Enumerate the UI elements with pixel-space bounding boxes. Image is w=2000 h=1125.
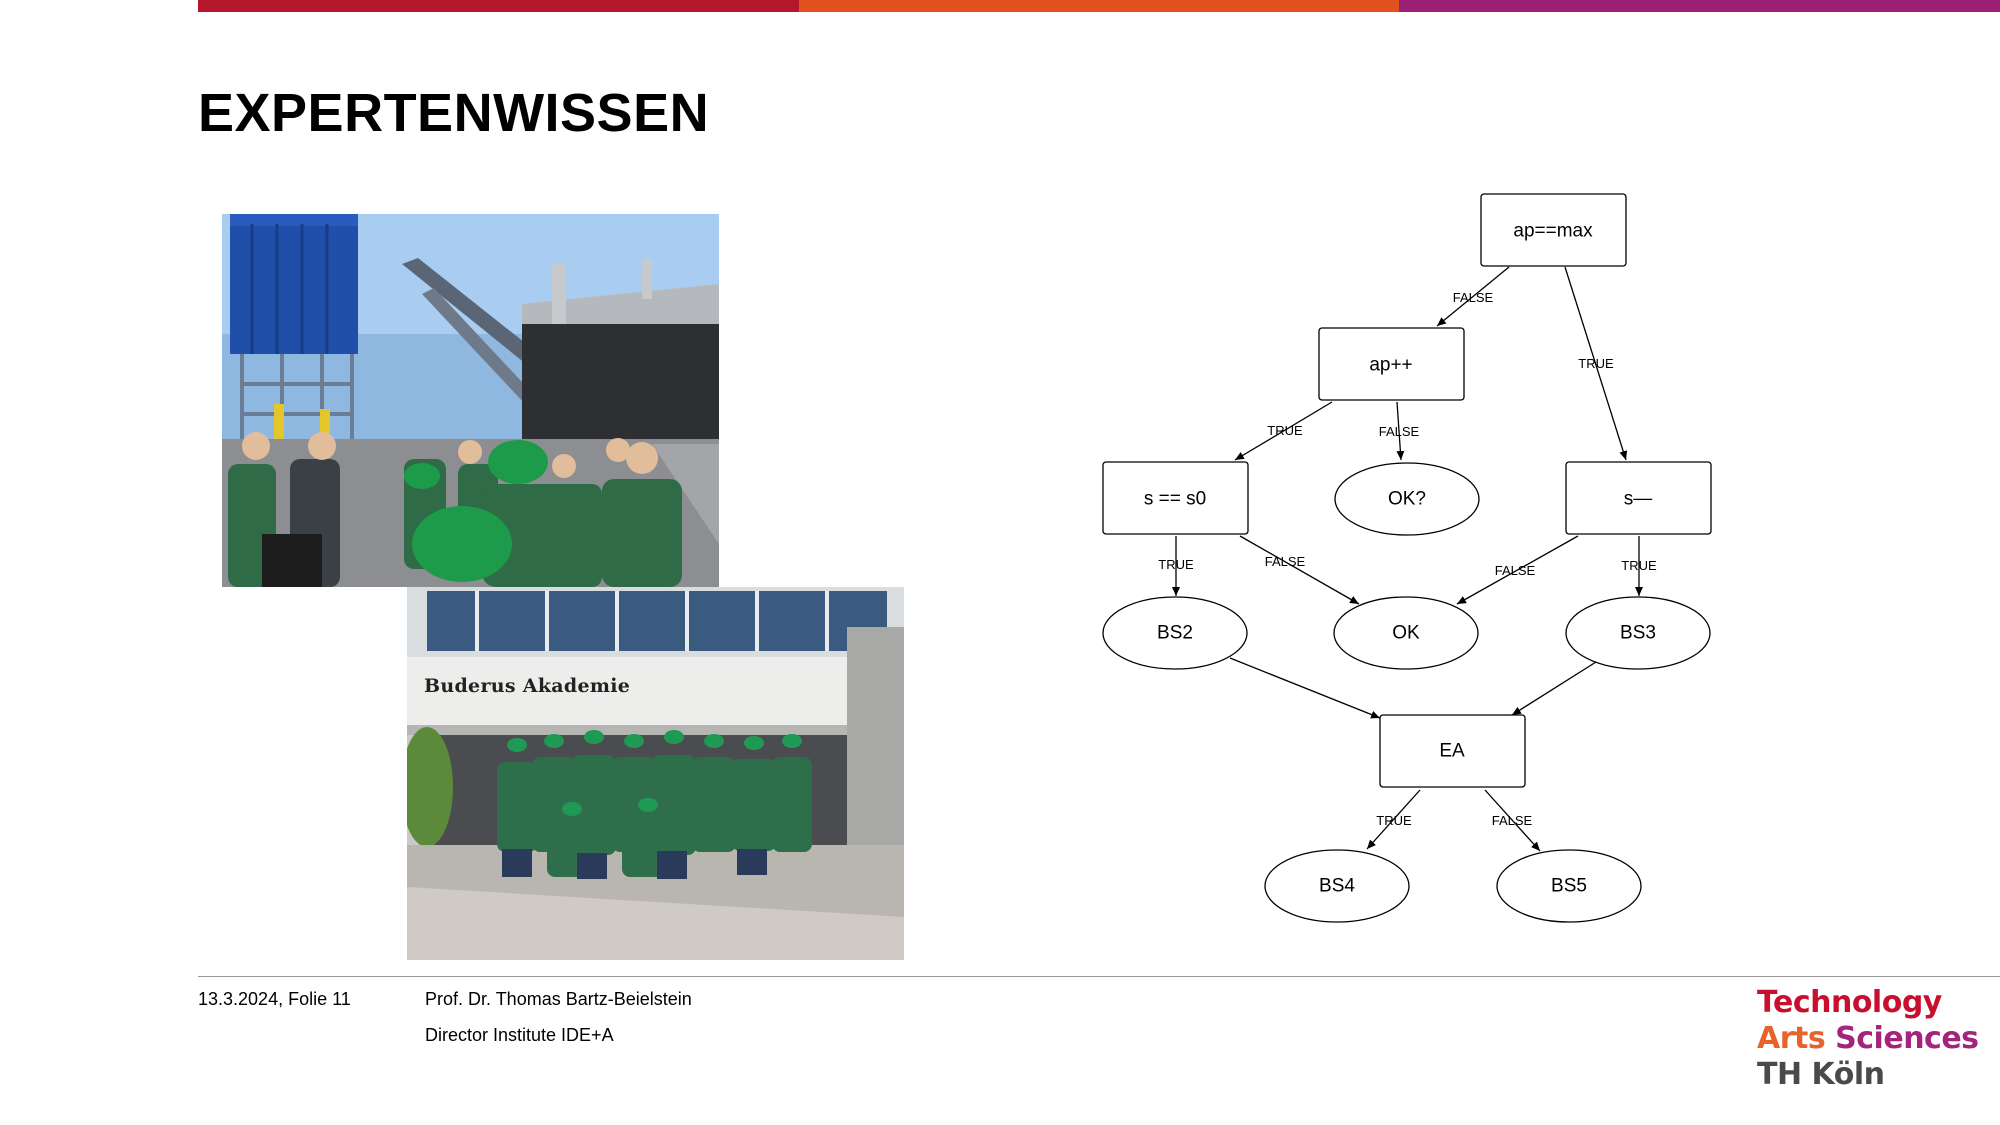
logo-line-technology: Technology	[1757, 985, 1979, 1021]
logo-line-arts-sciences: Arts Sciences	[1757, 1021, 1979, 1057]
edge-bs2-ea	[1230, 658, 1380, 718]
edge-label-ss0-bs2: TRUE	[1158, 557, 1194, 572]
logo-word-sciences: Sciences	[1835, 1021, 1978, 1056]
footer-date: 13.3.2024, Folie 11	[198, 989, 351, 1010]
edge-label-app-ss0: TRUE	[1267, 423, 1303, 438]
node-label-bs2: BS2	[1157, 623, 1193, 644]
logo-word-arts: Arts	[1757, 1021, 1825, 1056]
edge-label-ea-bs4: TRUE	[1376, 813, 1412, 828]
edge-label-app-okq: FALSE	[1379, 424, 1420, 439]
node-label-ea: EA	[1439, 741, 1465, 762]
edge-label-apmax-app: FALSE	[1453, 290, 1494, 305]
edge-bs3-ea	[1512, 662, 1596, 715]
edge-label-sdec-bs3: TRUE	[1621, 558, 1657, 573]
node-label-ok: OK	[1392, 623, 1420, 644]
node-label-bs5: BS5	[1551, 876, 1587, 897]
footer-divider	[198, 976, 2000, 977]
node-label-okq: OK?	[1388, 489, 1426, 510]
edge-label-ea-bs5: FALSE	[1492, 813, 1533, 828]
edge-label-ss0-ok: FALSE	[1265, 554, 1306, 569]
edge-label-sdec-ok: FALSE	[1495, 563, 1536, 578]
node-label-app: ap++	[1369, 355, 1412, 376]
edge-label-apmax-sdec: TRUE	[1578, 356, 1614, 371]
node-label-bs4: BS4	[1319, 876, 1355, 897]
logo-line-th-koeln: TH Köln	[1757, 1057, 1979, 1093]
footer-role: Director Institute IDE+A	[425, 1025, 614, 1046]
edge-ss0-ok	[1240, 536, 1359, 604]
node-label-ss0: s == s0	[1144, 489, 1206, 510]
footer-author: Prof. Dr. Thomas Bartz-Beielstein	[425, 989, 692, 1010]
node-label-bs3: BS3	[1620, 623, 1656, 644]
node-label-apmax: ap==max	[1513, 221, 1593, 242]
node-label-sdec: s—	[1624, 489, 1653, 510]
th-koeln-logo: Technology Arts Sciences TH Köln	[1757, 985, 1979, 1093]
